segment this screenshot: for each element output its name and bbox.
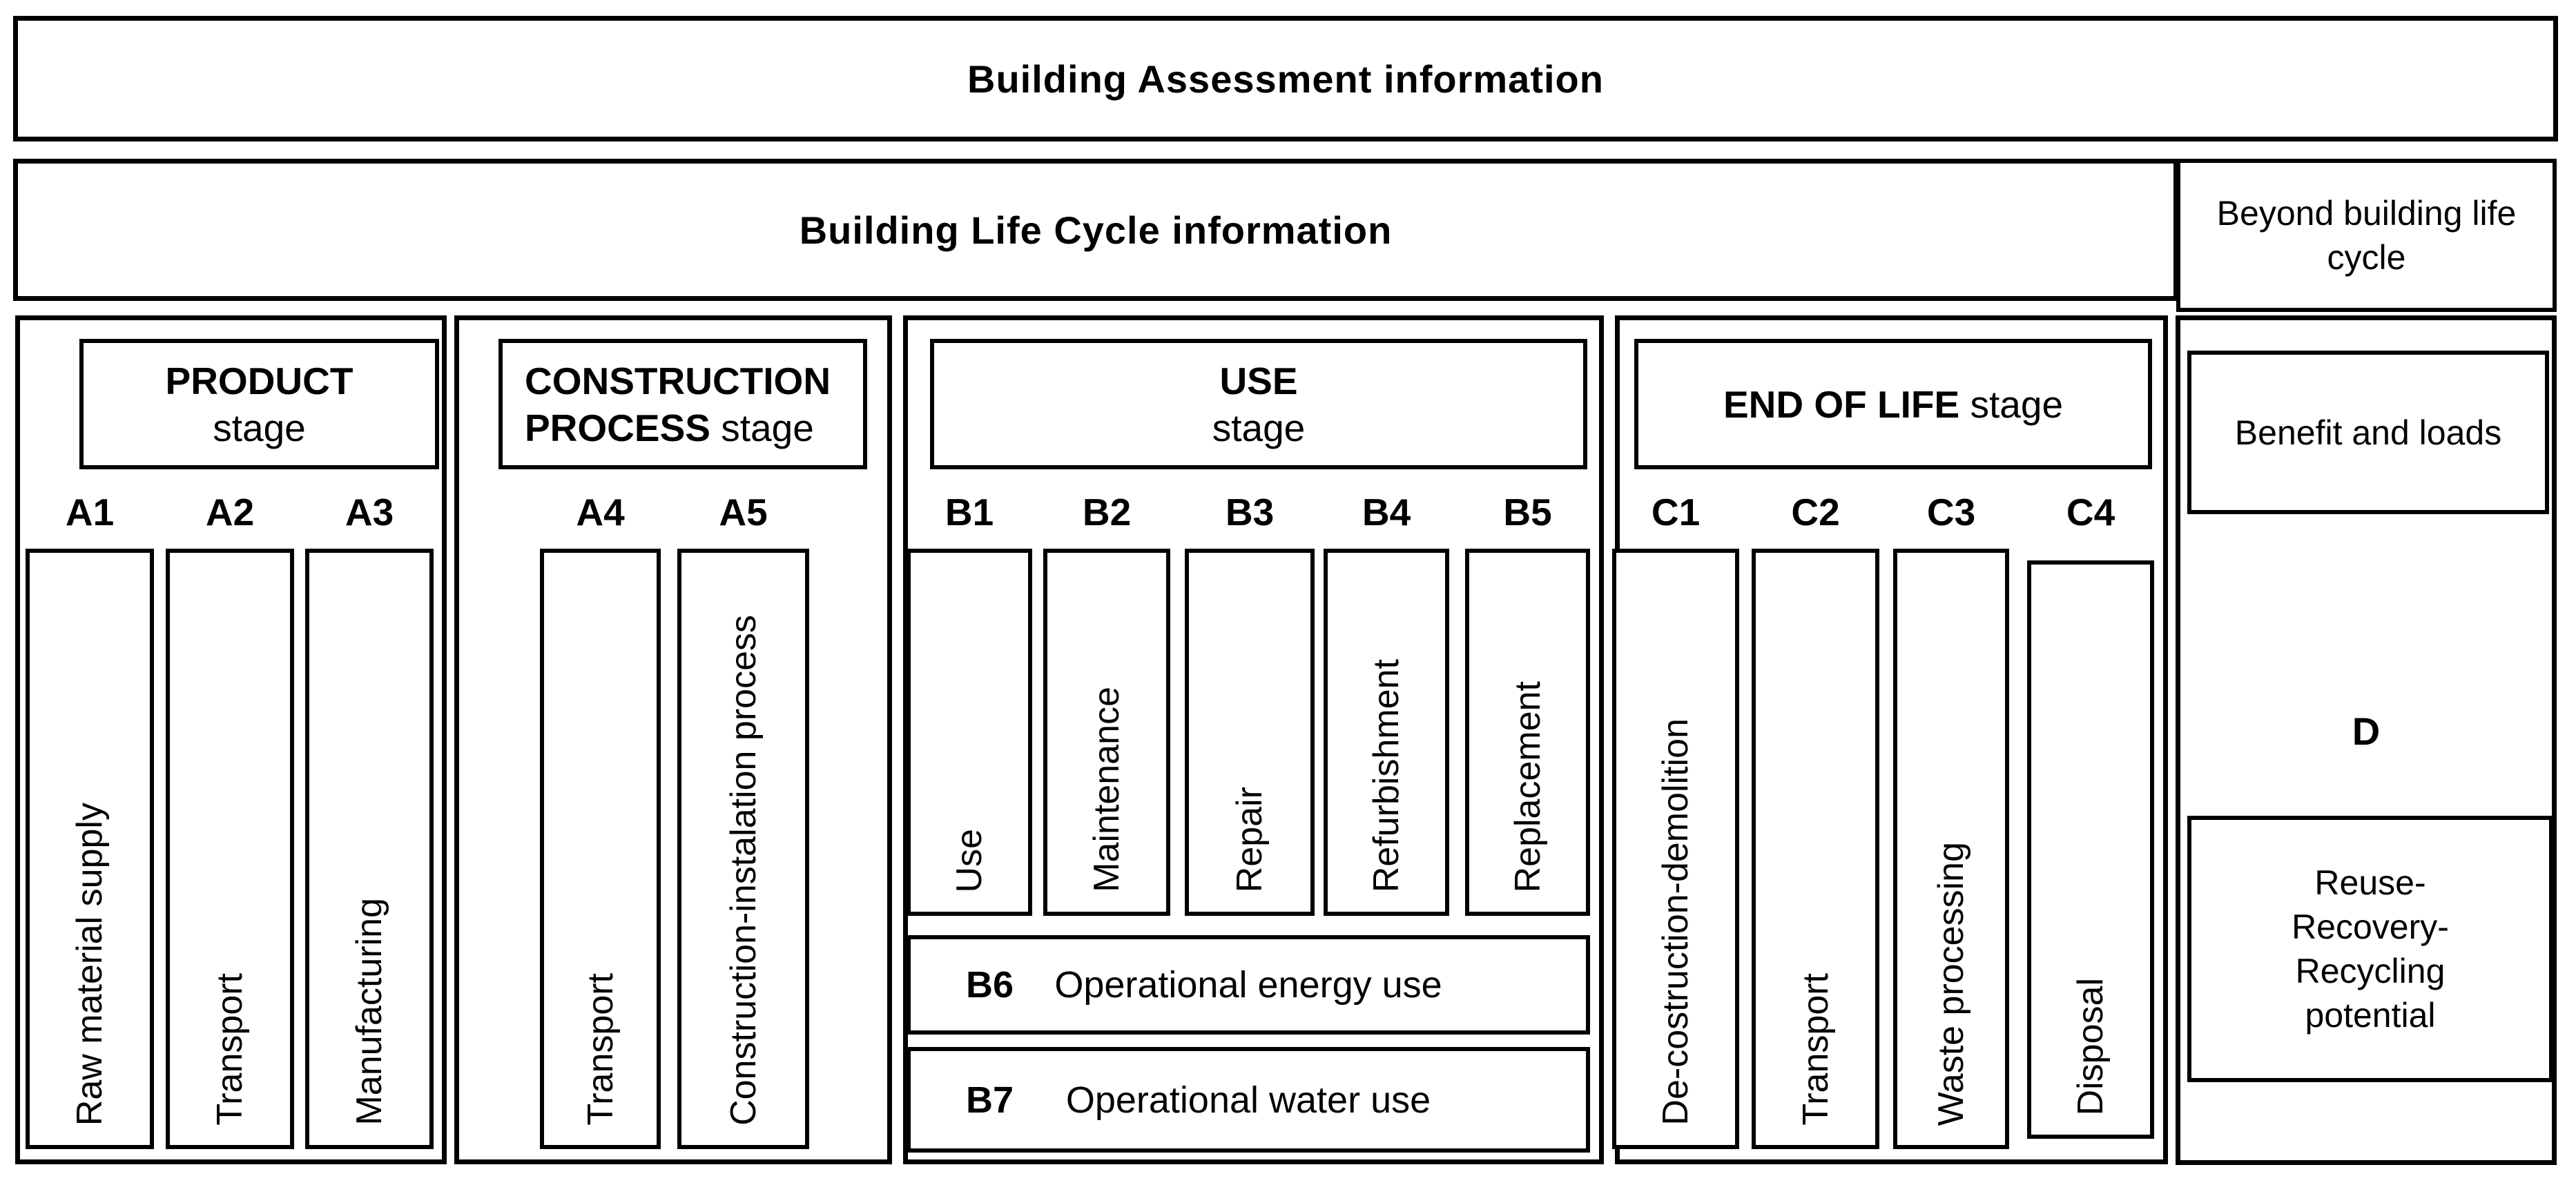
module-box-b7: B7 Operational water use [907,1047,1590,1153]
module-label-decostruction-demolition: De-costruction-demolition [1656,718,1696,1126]
module-box-a2: Transport [166,549,294,1149]
module-box-b3: Repair [1185,549,1315,916]
module-label-b4: B4 [1362,491,1411,533]
reuse-recovery-recycling-box: Reuse- Recovery- Recycling potential [2187,816,2553,1082]
use-stage-header: USE stage [930,339,1587,469]
building-assessment-bar: Building Assessment information [13,16,2558,141]
module-label-a2: A2 [205,491,255,533]
module-box-a5: Construction-instalation process [677,549,809,1149]
module-label-c3: C3 [1926,491,1976,533]
recovery-line: Recovery- [2292,908,2449,946]
reuse-line: Reuse- [2314,863,2426,902]
module-label-b2: B2 [1082,491,1132,533]
module-label-a4: A4 [576,491,625,533]
module-label-transport-a2: Transport [210,973,250,1126]
beyond-life-cycle-box: Beyond building life cycle [2176,159,2557,312]
product-stage-header: PRODUCT stage [79,339,439,469]
construction-stage-group: CONSTRUCTION PROCESS stage [454,315,892,1164]
module-label-c2: C2 [1791,491,1840,533]
module-box-c4: Disposal [2027,560,2154,1139]
module-label-c4: C4 [2066,491,2115,533]
module-box-c1: De-costruction-demolition [1612,549,1739,1149]
use-stage-title: USE [1219,359,1298,402]
module-label-transport-a4: Transport [580,973,621,1126]
module-box-a3: Manufacturing [305,549,434,1149]
building-assessment-title: Building Assessment information [967,57,1604,101]
module-label-a1: A1 [65,491,115,533]
benefit-and-loads-box: Benefit and loads [2187,351,2549,514]
recycling-line: Recycling [2295,952,2446,990]
module-label-construction-instalation: Construction-instalation process [723,615,764,1126]
use-stage-subtitle: stage [1212,406,1306,449]
module-box-b6: B6 Operational energy use [907,935,1590,1035]
life-cycle-title: Building Life Cycle information [799,208,1393,252]
module-label-a3: A3 [345,491,394,533]
benefit-and-loads-label: Benefit and loads [2234,413,2502,452]
module-label-replacement: Replacement [1507,680,1548,892]
module-box-b4: Refurbishment [1324,549,1449,916]
product-stage-title: PRODUCT [165,359,354,402]
module-box-a1: Raw material supply [26,549,154,1149]
end-of-life-stage-subtitle: stage [1970,382,2064,426]
module-label-raw-material-supply: Raw material supply [70,802,110,1126]
end-of-life-stage-title: END OF LIFE [1723,382,1960,426]
module-label-transport-c2: Transport [1795,973,1836,1126]
module-box-b5: Replacement [1465,549,1590,916]
module-label-a5: A5 [719,491,768,533]
module-box-a4: Transport [540,549,661,1149]
construction-stage-subtitle: stage [721,406,814,449]
module-label-b1: B1 [945,491,994,533]
life-cycle-bar: Building Life Cycle information [13,159,2178,301]
module-code-b7: B7 [966,1079,1014,1121]
product-stage-subtitle: stage [213,406,306,449]
module-label-operational-energy-use: Operational energy use [1054,964,1442,1006]
module-label-c1: C1 [1651,491,1701,533]
module-label-manufacturing: Manufacturing [349,898,389,1126]
module-label-refurbishment: Refurbishment [1366,658,1406,892]
module-box-b1: Use [907,549,1032,916]
module-label-use: Use [949,828,989,892]
module-label-disposal: Disposal [2071,977,2111,1115]
module-d-label: D [2352,709,2381,753]
supplementary-group: Benefit and loads D Reuse- Recovery- Rec… [2176,315,2557,1165]
construction-stage-title: CONSTRUCTION PROCESS [525,359,831,449]
module-label-repair: Repair [1230,786,1270,892]
module-label-maintenance: Maintenance [1087,687,1127,892]
beyond-life-cycle-label: Beyond building life cycle [2216,194,2517,277]
module-box-c2: Transport [1752,549,1879,1149]
module-label-operational-water-use: Operational water use [1065,1079,1431,1121]
end-of-life-stage-header: END OF LIFE stage [1634,339,2152,469]
construction-stage-header: CONSTRUCTION PROCESS stage [498,339,867,469]
potential-line: potential [2305,996,2436,1035]
module-label-b3: B3 [1225,491,1275,533]
module-label-b5: B5 [1503,491,1552,533]
module-box-b2: Maintenance [1043,549,1170,916]
module-code-b6: B6 [966,964,1014,1006]
module-box-c3: Waste processing [1893,549,2009,1149]
module-label-waste-processing: Waste processing [1931,841,1971,1126]
